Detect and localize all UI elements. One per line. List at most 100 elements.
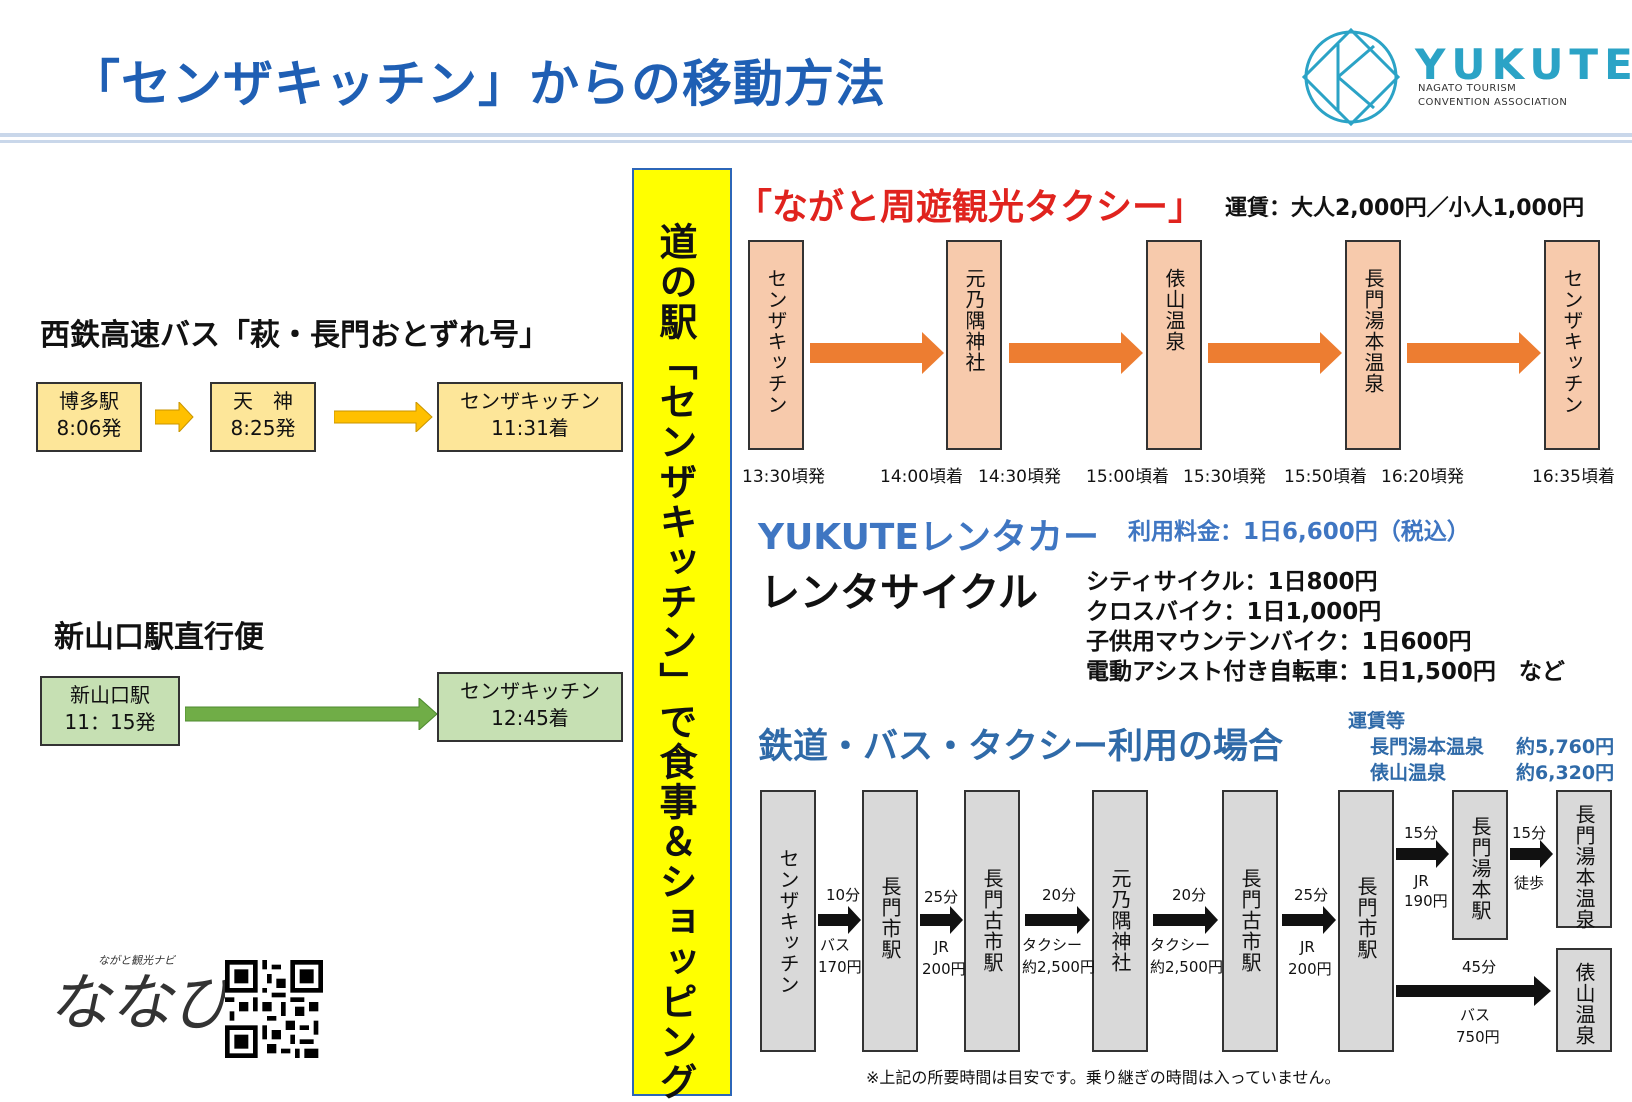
taxi-time: 15:30頃発 bbox=[1183, 467, 1266, 487]
arrow-icon bbox=[1396, 840, 1449, 868]
stop-name: 天 神 bbox=[233, 389, 293, 413]
station-name: 長門湯本駅 bbox=[1468, 816, 1492, 921]
stop-name: 元乃隅神社 bbox=[962, 268, 986, 373]
stop-time: 11:31着 bbox=[491, 416, 569, 440]
nanabi-logo: ななび bbox=[48, 966, 235, 1039]
leg-time: 25分 bbox=[924, 888, 959, 906]
stop-time: 12:45着 bbox=[491, 706, 569, 730]
station-name: 長門市駅 bbox=[878, 876, 902, 960]
leg-price: 約2,500円 bbox=[1022, 958, 1095, 976]
station-name: 元乃隅神社 bbox=[1108, 868, 1132, 973]
fare-price: 約6,320円 bbox=[1516, 762, 1615, 784]
taxi-time: 15:00頃着 bbox=[1086, 467, 1169, 487]
rail-station-3: 長門古市駅 bbox=[964, 790, 1020, 1052]
arrow-icon bbox=[185, 698, 438, 730]
station-name: 長門古市駅 bbox=[980, 868, 1004, 973]
logo-sub-line-1: NAGATO TOURISM bbox=[1418, 83, 1517, 94]
cycle-title: レンタサイクル bbox=[760, 570, 1038, 616]
taxi-stop-1: センザキッチン bbox=[748, 240, 804, 450]
header-divider-2 bbox=[0, 140, 1632, 143]
bus-stop-hakata: 博多駅 8:06発 bbox=[36, 382, 142, 452]
leg-time: 20分 bbox=[1042, 886, 1077, 904]
arrow-icon bbox=[1153, 906, 1218, 934]
qr-code-icon[interactable] bbox=[225, 960, 323, 1058]
taxi-stop-2: 元乃隅神社 bbox=[946, 240, 1002, 450]
fare-heading: 運賃等 bbox=[1348, 710, 1406, 732]
arrow-icon bbox=[1282, 906, 1336, 934]
station-name: 俵山温泉 bbox=[1572, 962, 1596, 1046]
logo-name: YUKUTE bbox=[1415, 40, 1632, 89]
taxi-fare: 運賃：大人2,000円／小人1,000円 bbox=[1225, 196, 1585, 221]
stop-name: 俵山温泉 bbox=[1162, 268, 1186, 352]
leg-mode: バス bbox=[820, 936, 851, 954]
arrow-icon bbox=[1396, 976, 1551, 1006]
leg-price: 750円 bbox=[1456, 1028, 1500, 1046]
taxi-time: 16:20頃発 bbox=[1381, 467, 1464, 487]
arrow-icon bbox=[1208, 332, 1342, 374]
taxi-title: 「ながと周遊観光タクシー」 bbox=[736, 187, 1205, 228]
rental-fee: 利用料金：1日6,600円（税込） bbox=[1128, 519, 1470, 545]
station-name: 長門市駅 bbox=[1354, 876, 1378, 960]
footnote: ※上記の所要時間は目安です。乗り継ぎの時間は入っていません。 bbox=[866, 1068, 1341, 1087]
fare-price: 約5,760円 bbox=[1516, 736, 1615, 758]
leg-mode: バス bbox=[1460, 1006, 1491, 1024]
bus-section-title: 西鉄高速バス「萩・長門おとずれ号」 bbox=[40, 318, 550, 353]
rail-title: 鉄道・バス・タクシー利用の場合 bbox=[758, 727, 1284, 767]
banner-text: 道の駅「センザキッチン」で食事＆ショッピング bbox=[653, 222, 697, 1102]
stop-name: センザキッチン bbox=[764, 268, 788, 415]
taxi-stop-3: 俵山温泉 bbox=[1146, 240, 1202, 450]
stop-time: 8:25発 bbox=[230, 416, 296, 440]
stop-time: 11：15発 bbox=[64, 710, 156, 734]
arrow-icon bbox=[810, 332, 944, 374]
stop-name: センザキッチン bbox=[460, 389, 600, 413]
bus-stop-senzakitchen: センザキッチン 11:31着 bbox=[437, 382, 623, 452]
direct-stop-shinyamaguchi: 新山口駅 11：15発 bbox=[40, 676, 180, 746]
stop-name: 長門湯本温泉 bbox=[1361, 268, 1385, 394]
arrow-icon bbox=[1510, 840, 1553, 868]
leg-price: 200円 bbox=[1288, 960, 1332, 978]
stop-name: 新山口駅 bbox=[70, 683, 150, 707]
leg-mode: タクシー bbox=[1150, 936, 1211, 954]
station-name: 長門古市駅 bbox=[1238, 868, 1262, 973]
page-title: 「センザキッチン」からの移動方法 bbox=[70, 55, 886, 113]
leg-time: 10分 bbox=[826, 886, 861, 904]
yukute-logo-icon bbox=[1301, 27, 1401, 127]
taxi-time: 14:00頃着 bbox=[880, 467, 963, 487]
rail-station-4: 元乃隅神社 bbox=[1092, 790, 1148, 1052]
rail-station-2: 長門市駅 bbox=[862, 790, 918, 1052]
taxi-stop-4: 長門湯本温泉 bbox=[1345, 240, 1401, 450]
arrow-icon bbox=[1025, 906, 1090, 934]
direct-stop-senzakitchen: センザキッチン 12:45着 bbox=[437, 672, 623, 742]
michi-no-eki-banner bbox=[632, 168, 732, 1096]
logo-sub-line-2: CONVENTION ASSOCIATION bbox=[1418, 97, 1568, 108]
cycle-item: シティサイクル：1日800円 bbox=[1086, 569, 1378, 595]
leg-time: 20分 bbox=[1172, 886, 1207, 904]
leg-price: 約2,500円 bbox=[1150, 958, 1223, 976]
taxi-time: 13:30頃発 bbox=[742, 467, 825, 487]
rail-station-6: 長門市駅 bbox=[1338, 790, 1394, 1052]
taxi-time: 15:50頃着 bbox=[1284, 467, 1367, 487]
direct-section-title: 新山口駅直行便 bbox=[54, 620, 264, 655]
leg-mode: JR bbox=[1414, 872, 1429, 890]
rail-station-8: 長門湯本温泉 bbox=[1556, 790, 1612, 930]
stop-time: 8:06発 bbox=[56, 416, 122, 440]
rail-station-1: センザキッチン bbox=[760, 790, 816, 1052]
leg-time: 15分 bbox=[1512, 824, 1547, 842]
arrow-icon bbox=[1407, 332, 1541, 374]
fare-dest: 長門湯本温泉 bbox=[1370, 736, 1485, 758]
arrow-icon bbox=[818, 906, 861, 934]
leg-price: 190円 bbox=[1404, 892, 1448, 910]
station-name: センザキッチン bbox=[776, 848, 800, 995]
stop-name: センザキッチン bbox=[460, 679, 600, 703]
taxi-time: 14:30頃発 bbox=[978, 467, 1061, 487]
cycle-item: 電動アシスト付き自転車：1日1,500円 など bbox=[1086, 659, 1565, 685]
rental-title: YUKUTEレンタカー bbox=[758, 517, 1099, 558]
stop-name: センザキッチン bbox=[1560, 268, 1584, 415]
leg-mode: 徒歩 bbox=[1514, 874, 1545, 892]
arrow-icon bbox=[920, 906, 963, 934]
leg-mode: タクシー bbox=[1022, 936, 1083, 954]
arrow-icon bbox=[155, 402, 194, 432]
leg-price: 170円 bbox=[818, 958, 862, 976]
leg-mode: JR bbox=[1300, 938, 1315, 956]
logo-subtitle: NAGATO TOURISM CONVENTION ASSOCIATION bbox=[1418, 82, 1567, 110]
